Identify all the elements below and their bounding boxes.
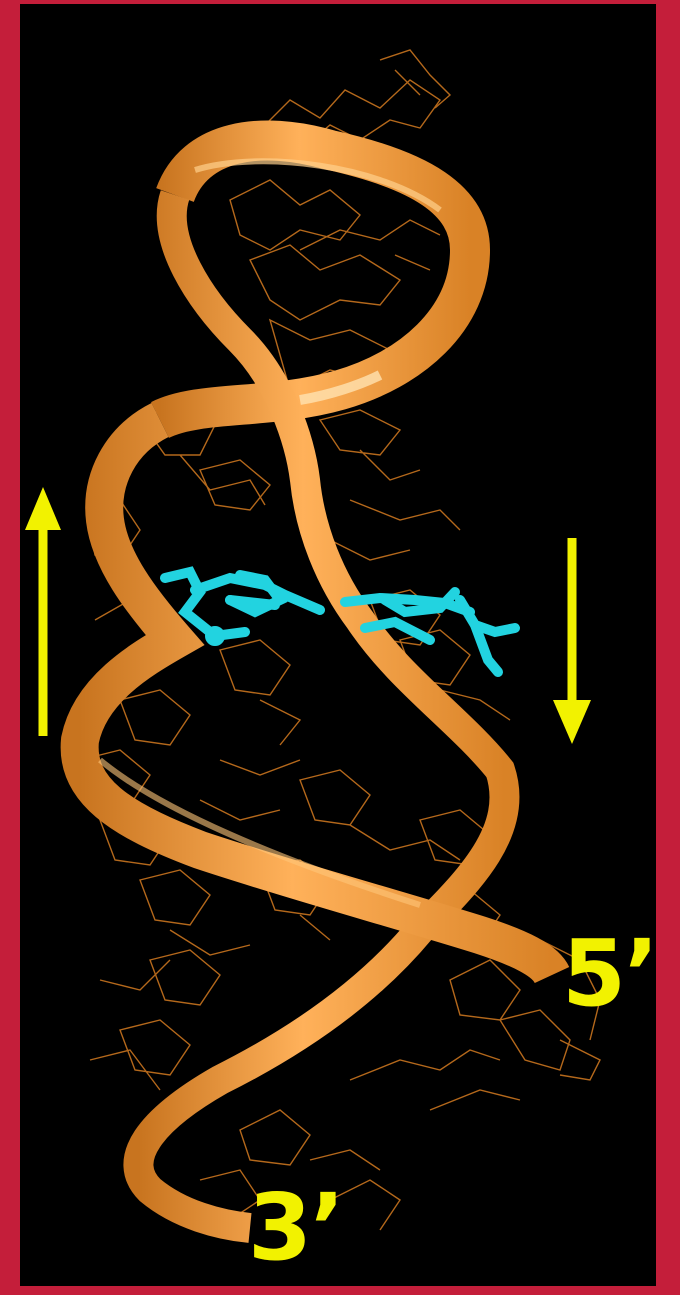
rna-helix-diagram: [20, 4, 656, 1286]
arrow-down-icon: [553, 538, 591, 744]
three-prime-label: 3’: [248, 1182, 343, 1274]
molecule-panel: [20, 4, 656, 1286]
five-prime-label: 5’: [562, 928, 657, 1020]
rna-backbone-ribbon: [80, 140, 552, 1228]
arrow-up-icon: [25, 487, 61, 736]
